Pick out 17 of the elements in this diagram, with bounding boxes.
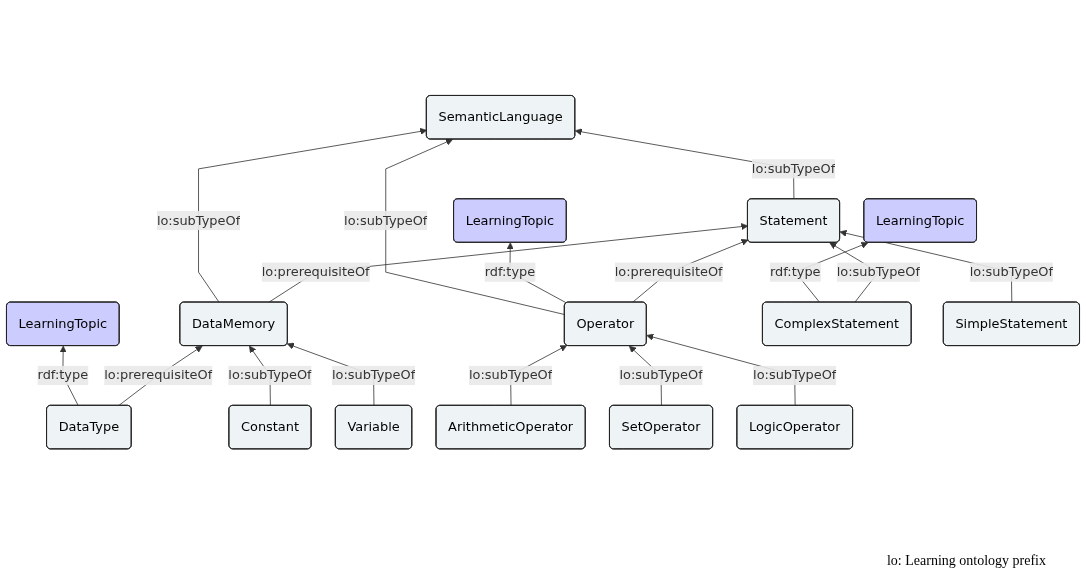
edge-label: lo:prerequisiteOf [261,264,370,280]
edge-label: lo:subTypeOf [969,264,1054,280]
note: lo: Learning ontology prefix [886,553,1046,569]
edge-label: lo:subTypeOf [751,161,836,177]
edge-label: lo:prerequisiteOf [104,367,213,384]
edge-label: rdf:type [484,264,536,280]
edge-label: lo:subTypeOf [753,367,837,384]
edge-label: rdf:type [770,264,821,280]
edge-label: rdf:type [37,367,89,384]
edge-label: lo:subTypeOf [331,367,416,384]
edge-label: lo:subTypeOf [619,367,703,384]
edge-label: lo:subTypeOf [468,367,553,384]
edge-label: lo:subTypeOf [344,212,428,229]
edge-label: lo:prerequisiteOf [614,264,723,280]
edge-label: lo:subTypeOf [228,367,312,384]
edge-label: lo:subTypeOf [836,264,920,280]
edge-label: lo:subTypeOf [156,212,241,229]
